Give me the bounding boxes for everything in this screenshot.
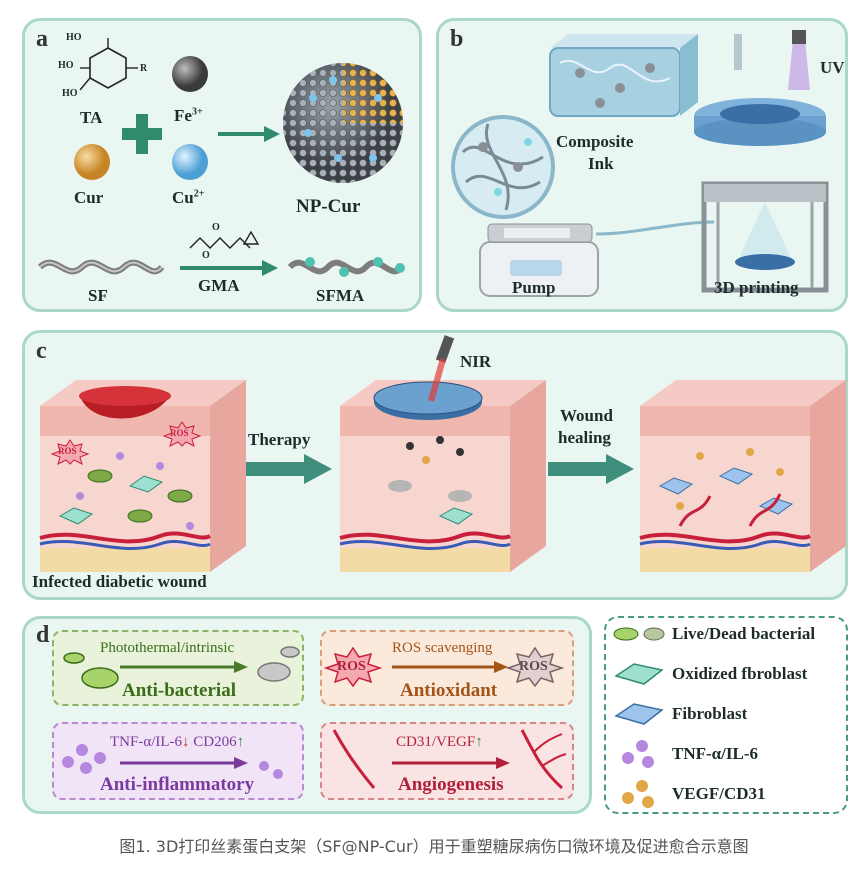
figure-caption: 图1. 3D打印丝素蛋白支架（SF@NP-Cur）用于重塑糖尿病伤口微环境及促进…	[119, 837, 749, 856]
ros-burst-icon-2	[162, 421, 202, 447]
nir-label: NIR	[460, 352, 492, 371]
gma-molecule-icon	[189, 230, 260, 249]
ros-active-label: ROS	[337, 659, 366, 674]
infected-wound-cells	[58, 452, 194, 530]
np-cur-particle-icon	[283, 63, 403, 183]
dead-bacteria-icon	[257, 646, 300, 682]
syringe-pump-icon	[479, 223, 599, 297]
anti-inflammatory-arrow-icon	[120, 757, 248, 769]
sfma-strand-icon	[287, 257, 405, 277]
antibacterial-mechanism-label: Photothermal/intrinsic	[100, 640, 235, 656]
cur-label: Cur	[74, 188, 104, 207]
sf-label: SF	[88, 286, 108, 305]
panel-d-label: d	[36, 622, 50, 648]
panel-a-label: a	[36, 26, 48, 52]
antioxidant-mechanism-label: ROS scavenging	[392, 640, 493, 656]
plus-icon	[122, 114, 162, 154]
panel-c-label: c	[36, 338, 47, 364]
bacteria-icon	[63, 652, 119, 689]
cu-sphere-icon	[172, 144, 208, 180]
infected-wound-label: Infected diabetic wound	[32, 572, 207, 591]
vessel-branched-icon	[520, 729, 567, 790]
healed-skin-block	[639, 380, 846, 572]
ta-molecule-icon	[79, 38, 138, 91]
3d-printing-label: 3D printing	[714, 278, 799, 297]
gma-arrow-icon	[180, 260, 278, 276]
legend-oxidized-fibroblast: Oxidized fbroblast	[672, 664, 808, 683]
live-dead-bacteria-icon	[613, 627, 665, 641]
legend-live-dead: Live/Dead bacterial	[672, 624, 816, 643]
np-cur-label: NP-Cur	[296, 196, 361, 217]
angiogenesis-arrow-icon	[392, 757, 510, 769]
network-zoom-icon	[451, 115, 555, 219]
composite-ink-label-line1: Composite	[556, 132, 634, 151]
cur-sphere-icon	[74, 144, 110, 180]
ros-burst-icon-scavenged	[505, 646, 565, 688]
anti-inflammatory-mechanism-label: TNF-α/IL-6↓ CD206↑	[110, 734, 245, 750]
r-label: R	[140, 63, 148, 74]
therapy-arrow-icon	[246, 454, 332, 484]
ta-label: TA	[80, 108, 103, 127]
cytokine-cluster-icon	[62, 744, 106, 774]
tnf-il6-cluster-icon	[622, 740, 654, 768]
cytokine-reduced-icon	[259, 761, 283, 779]
angiogenesis-mechanism-label: CD31/VEGF↑	[396, 734, 483, 750]
antibacterial-label: Anti-bacterial	[122, 680, 236, 701]
angiogenesis-label: Angiogenesis	[398, 774, 504, 795]
vessel-sparse-icon	[332, 729, 376, 789]
gma-o-label-1: O	[212, 222, 220, 233]
sfma-label: SFMA	[316, 286, 365, 305]
ros-scavenged-label: ROS	[519, 659, 548, 674]
angiogenesis-box	[320, 722, 574, 800]
antioxidant-label: Antioxidant	[400, 680, 498, 701]
legend-vegf-cd31: VEGF/CD31	[672, 784, 766, 803]
wound-healing-arrow-icon	[548, 454, 634, 484]
uv-print-dish-icon	[694, 30, 826, 146]
gma-label: GMA	[198, 276, 240, 295]
therapy-label: Therapy	[248, 430, 311, 449]
uv-label: UV	[820, 58, 845, 77]
composite-ink-block-icon	[549, 34, 698, 117]
wound-healing-label-line2: healing	[558, 428, 611, 447]
sf-strand-icon	[37, 259, 165, 275]
fibroblast-icon	[614, 703, 664, 725]
panel-b-label: b	[450, 26, 464, 52]
pump-label: Pump	[512, 278, 556, 297]
antioxidant-arrow-icon	[392, 661, 508, 673]
fe-sphere-icon	[172, 56, 208, 92]
wound-healing-label-line1: Wound	[560, 406, 613, 425]
legend-tnf-il6: TNF-α/IL-6	[672, 744, 758, 763]
anti-inflammatory-box	[52, 722, 304, 800]
anti-inflammatory-label: Anti-inflammatory	[100, 774, 255, 795]
ho-label-2: HO	[58, 60, 74, 71]
ho-label-1: HO	[66, 32, 82, 43]
fe-label: Fe3+	[174, 106, 203, 125]
therapy-skin-block	[339, 380, 546, 572]
oxidized-fibroblast-icon	[614, 663, 664, 685]
legend-fibroblast: Fibroblast	[672, 704, 748, 723]
3d-printer-icon	[701, 181, 829, 293]
vegf-cd31-cluster-icon	[622, 780, 654, 808]
ros-label-2: ROS	[170, 428, 189, 438]
ros-burst-icon-1	[50, 439, 90, 465]
ho-label-3: HO	[62, 88, 78, 99]
ros-label-1: ROS	[58, 446, 77, 456]
gma-o-label-2: O	[202, 250, 210, 261]
arrow-to-np-icon	[218, 126, 280, 142]
nir-laser-icon	[428, 335, 455, 402]
composite-ink-label-line2: Ink	[588, 154, 614, 173]
ros-burst-icon-active	[323, 646, 383, 688]
cu-label: Cu2+	[172, 188, 205, 207]
antibacterial-arrow-icon	[120, 661, 248, 673]
